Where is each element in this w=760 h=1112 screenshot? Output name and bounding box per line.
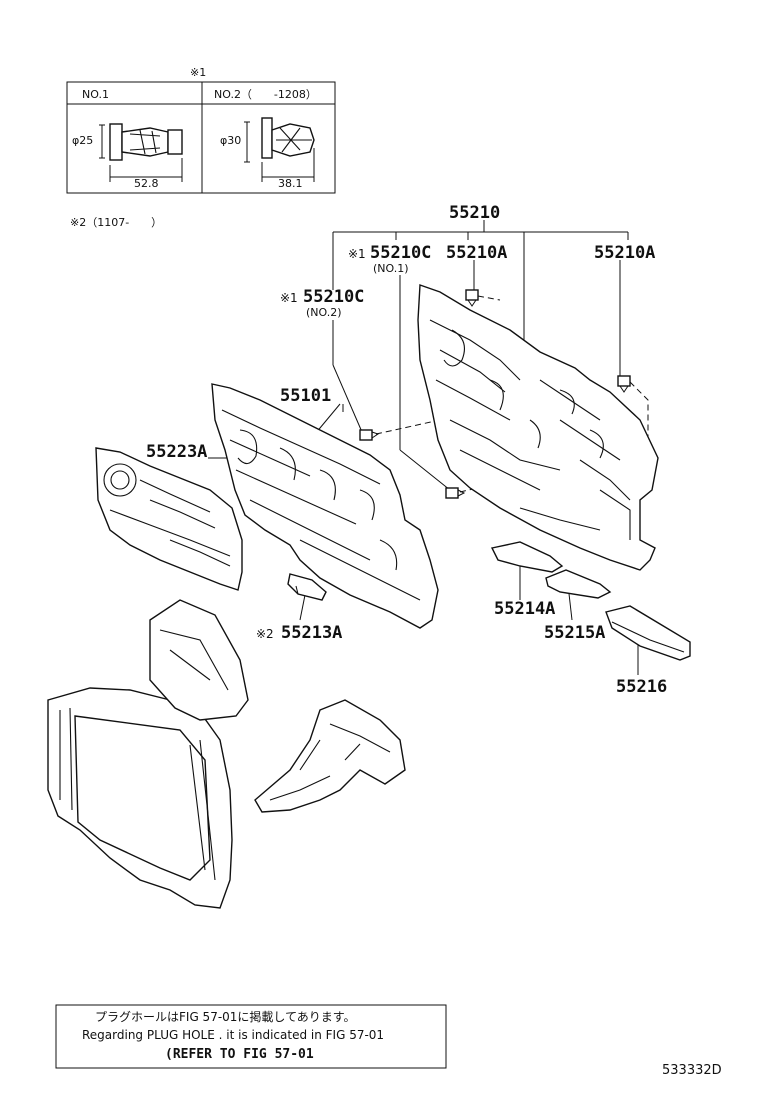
footer-note: プラグホールはFIG 57-01に掲載してあります。 Regarding PLU…	[55, 1004, 447, 1069]
sub-55210c-no2: (NO.2)	[306, 306, 342, 319]
fastener-clips	[359, 289, 631, 499]
clip-table: ※1 NO.1 NO.2（ -1208） φ25 52.8 φ30	[66, 66, 336, 194]
part-55216	[605, 605, 691, 661]
clip-icon	[465, 289, 479, 307]
diagram-code: 533332D	[662, 1063, 722, 1078]
dash-silencer-outer	[417, 284, 659, 571]
label-55210a-1: 55210A	[446, 243, 507, 263]
clip-icon	[617, 375, 631, 393]
label-55210: 55210	[449, 203, 500, 223]
label-55216: 55216	[616, 677, 667, 697]
clip-icon	[359, 429, 380, 441]
leader-lines	[208, 220, 639, 675]
footer-line-jp: プラグホールはFIG 57-01に掲載してあります。	[95, 1009, 356, 1024]
duct-parts	[490, 541, 691, 661]
label-55214a: 55214A	[494, 599, 555, 619]
footer-line-en: Regarding PLUG HOLE . it is indicated in…	[82, 1028, 384, 1042]
mark-55213a: ※2	[256, 627, 274, 641]
mark-55210c-no1: ※1	[348, 247, 366, 261]
dash-insulator	[95, 447, 243, 591]
table-mark: ※1	[190, 66, 206, 79]
clip-no1-drawing: φ25 52.8	[72, 123, 183, 190]
footer-line-refer: (REFER TO FIG 57-01	[165, 1047, 314, 1062]
sub-55210c-no1: (NO.1)	[373, 262, 409, 275]
clip-no1-diameter: φ25	[72, 134, 93, 147]
label-55213a: 55213A	[281, 623, 342, 643]
table-col-no1: NO.1	[82, 88, 109, 101]
clip-no2-diameter: φ30	[220, 134, 241, 147]
cowl-side-member	[254, 699, 406, 813]
clip-no2-length: 38.1	[278, 177, 303, 190]
clip-icon	[445, 487, 466, 499]
note-2-period: ※2（1107- ）	[70, 216, 162, 229]
mark-55210c-no2: ※1	[280, 291, 298, 305]
dash-panel	[211, 383, 439, 629]
label-55210a-2: 55210A	[594, 243, 655, 263]
label-55210c-no1: 55210C	[370, 243, 431, 263]
part-55214a	[490, 541, 564, 573]
clip-no2-drawing: φ30 38.1	[220, 117, 315, 190]
label-55101: 55101	[280, 386, 331, 406]
clip-no1-length: 52.8	[134, 177, 159, 190]
table-col-no2: NO.2（ -1208）	[214, 88, 317, 101]
radiator-support	[47, 599, 249, 909]
label-55215a: 55215A	[544, 623, 605, 643]
part-labels: 55210 ※1 55210C (NO.1) 55210A 55210A ※1 …	[146, 203, 667, 697]
label-55223a: 55223A	[146, 442, 207, 462]
pad-55213a	[287, 573, 327, 601]
part-55215a	[545, 569, 612, 599]
label-55210c-no2: 55210C	[303, 287, 364, 307]
